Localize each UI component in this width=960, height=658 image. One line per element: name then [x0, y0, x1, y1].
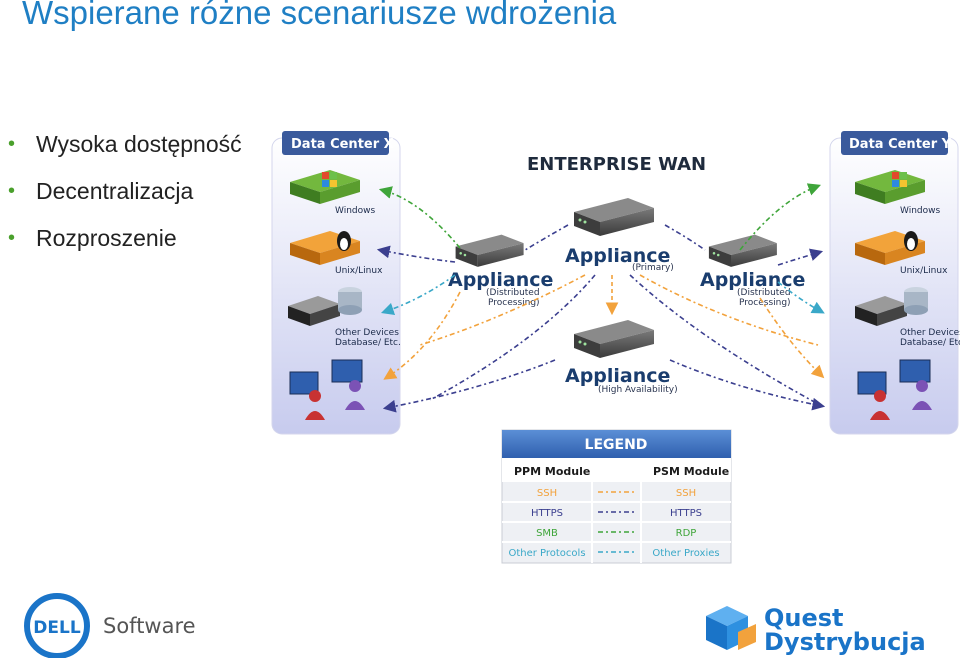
appliance-ha-sub: (High Availability) — [598, 385, 678, 395]
appliance-server-icon — [574, 198, 654, 236]
bullet-list: • Wysoka dostępność • Decentralizacja • Roz… — [8, 128, 242, 269]
bullet-item: • Decentralizacja — [8, 175, 242, 222]
appliance-ha-name: Appliance — [565, 365, 670, 387]
quest-text-line1: Quest — [764, 604, 844, 632]
dell-software-text: Software — [103, 614, 196, 638]
appliance-primary-name: Appliance — [565, 245, 670, 267]
appliance-distributed-right: Appliance (Distributed Processing) — [700, 234, 805, 308]
appliance-right-sub2: Processing) — [739, 298, 791, 308]
appliance-right-sub: (Distributed — [737, 288, 791, 298]
legend-ppm-other: Other Protocols — [508, 548, 585, 559]
legend-ppm-ssh: SSH — [537, 488, 557, 499]
bullet-dot-icon: • — [8, 133, 16, 155]
windows-computer-icon — [290, 170, 360, 204]
legend-ppm-header: PPM Module — [514, 465, 590, 478]
appliance-right-name: Appliance — [700, 269, 805, 291]
legend-header — [502, 430, 731, 458]
bullet-item: • Rozproszenie — [8, 222, 242, 269]
appliance-primary-sub: (Primary) — [632, 263, 674, 273]
device-label-other: Other Devices — [900, 328, 960, 338]
device-label-other: Other Devices — [335, 328, 399, 338]
legend-psm-ssh: SSH — [676, 488, 696, 499]
bullet-dot-icon: • — [8, 180, 16, 202]
connection-lines — [376, 183, 826, 413]
legend-title: LEGEND — [585, 437, 648, 453]
legend-psm-other: Other Proxies — [652, 548, 719, 559]
bullet-text: Wysoka dostępność — [36, 131, 242, 157]
users-monitors-icon — [857, 359, 932, 420]
data-center-x-title: Data Center X — [291, 137, 394, 152]
data-center-y-header — [841, 131, 948, 155]
data-center-y-title: Data Center Y — [849, 137, 952, 152]
data-center-x-panel: Data Center X Windows Unix/Linux Other D… — [271, 131, 401, 435]
appliance-high-availability: Appliance (High Availability) — [565, 320, 678, 395]
data-center-y-panel: Data Center Y Windows Unix/Linux Other D… — [829, 131, 960, 435]
enterprise-wan-label: ENTERPRISE WAN — [527, 154, 706, 175]
bullet-text: Decentralizacja — [36, 178, 194, 204]
legend-psm-rdp: RDP — [676, 528, 697, 539]
bullet-text: Rozproszenie — [36, 225, 177, 251]
slide-title: Wspierane różne scenariusze wdrożenia — [22, 0, 617, 31]
dell-software-logo: DELL Software — [24, 593, 196, 658]
device-label-windows: Windows — [335, 206, 375, 216]
legend: LEGEND PPM Module PSM Module SSH SSH HTT… — [501, 429, 732, 564]
bullet-item: • Wysoka dostępność — [8, 128, 242, 175]
device-database-icon — [855, 287, 928, 326]
device-label-unix: Unix/Linux — [900, 266, 948, 276]
linux-tux-computer-icon — [855, 231, 925, 265]
quest-cube-logo-icon — [706, 606, 756, 650]
bullet-dot-icon: • — [8, 227, 16, 249]
quest-logo: Quest Dystrybucja — [706, 604, 926, 656]
windows-computer-icon — [855, 170, 925, 204]
dell-logo-text: DELL — [33, 618, 81, 638]
appliance-distributed-left: Appliance (Distributed Processing) — [448, 234, 553, 308]
users-monitors-icon — [289, 359, 365, 420]
device-label-database: Database/ Etc. — [335, 338, 401, 348]
dell-logo-icon — [24, 593, 90, 658]
device-label-windows: Windows — [900, 206, 940, 216]
device-label-unix: Unix/Linux — [335, 266, 383, 276]
appliance-server-icon — [574, 320, 654, 358]
quest-text-line2: Dystrybucja — [764, 628, 926, 656]
legend-psm-header: PSM Module — [653, 465, 729, 478]
device-label-database: Database/ Etc. — [900, 338, 960, 348]
data-center-x-header — [282, 131, 389, 155]
appliance-primary: Appliance (Primary) — [565, 198, 674, 273]
legend-psm-https: HTTPS — [670, 508, 702, 519]
appliance-server-icon — [708, 234, 777, 267]
appliance-left-sub: (Distributed — [486, 288, 540, 298]
appliance-left-name: Appliance — [448, 269, 553, 291]
device-database-icon — [288, 287, 362, 326]
appliance-server-icon — [455, 234, 524, 267]
linux-tux-computer-icon — [290, 231, 360, 265]
legend-ppm-smb: SMB — [536, 528, 558, 539]
legend-ppm-https: HTTPS — [531, 508, 563, 519]
appliance-left-sub2: Processing) — [488, 298, 540, 308]
